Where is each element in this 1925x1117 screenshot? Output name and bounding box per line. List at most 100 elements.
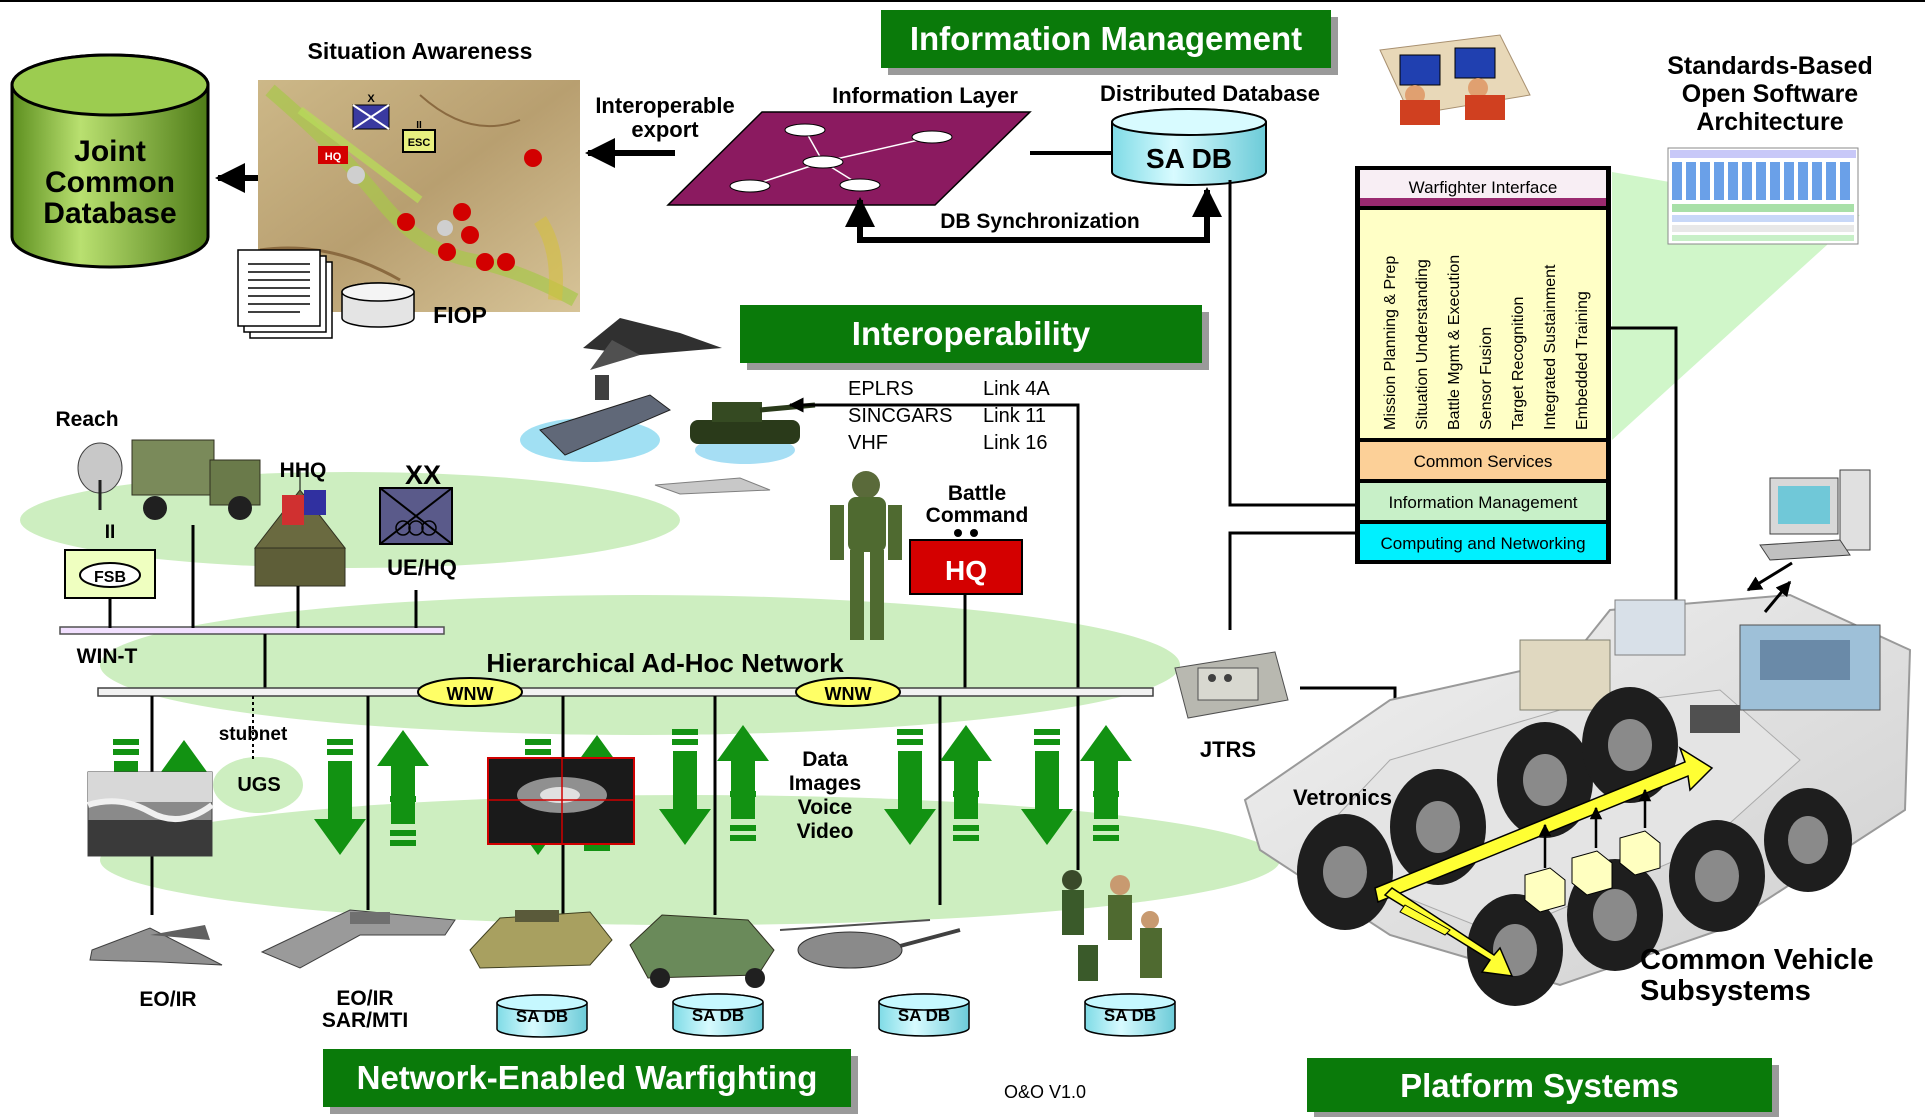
- battle-command-label: Battle Command: [912, 483, 1042, 527]
- software-stack: [1355, 166, 1611, 564]
- uav-small-icon: [654, 477, 771, 495]
- standards-architecture-label: Standards-Based Open Software Architectu…: [1620, 52, 1920, 136]
- tank-icon: [690, 402, 816, 464]
- common-vehicle-subsystems-label: Common Vehicle Subsystems: [1640, 945, 1920, 1007]
- battle-command-line: Battle: [947, 482, 1007, 505]
- export-line: Interoperable: [595, 93, 735, 118]
- db-synchronization-label: DB Synchronization: [940, 210, 1140, 233]
- architecture-chart-thumbnail: [1667, 147, 1859, 245]
- xx-label: XX: [404, 460, 442, 490]
- ship-icon: [520, 375, 671, 462]
- win-t-bus: [59, 626, 445, 635]
- situation-awareness-title: Situation Awareness: [307, 38, 533, 64]
- jtrs-label: JTRS: [1199, 737, 1257, 762]
- fiop-label: FIOP: [433, 302, 487, 328]
- robotic-vehicle-icon: [629, 914, 775, 988]
- app-label: Mission Planning & Prep: [1382, 256, 1399, 430]
- network-title: Hierarchical Ad-Hoc Network: [486, 648, 844, 678]
- banner-information-management: Information Management: [881, 10, 1331, 68]
- information-layer-label: Information Layer: [832, 83, 1018, 108]
- standards-line: Architecture: [1696, 108, 1844, 136]
- warfighter-interface-label: Warfighter Interface: [1409, 178, 1558, 197]
- wnw-left-label: WNW: [447, 684, 494, 704]
- situation-map: [258, 80, 580, 312]
- computing-networking-label: Computing and Networking: [1380, 534, 1585, 553]
- computer-terminal-icon: [1759, 469, 1871, 561]
- eo-ir-sar-mti-label: EO/IR SAR/MTI: [300, 988, 430, 1032]
- export-line: export: [631, 117, 699, 142]
- banner-network-enabled-warfighting: Network-Enabled Warfighting: [323, 1049, 851, 1107]
- reach-satellite-icon: [77, 442, 123, 510]
- standards-line: Open Software: [1681, 80, 1859, 108]
- infantry-squad-icon: [1062, 870, 1162, 981]
- fsb-echelon-label: II: [104, 522, 116, 543]
- version-label: O&O V1.0: [1004, 1082, 1087, 1102]
- joint-db-line: Database: [43, 197, 177, 230]
- map-x-label: X: [367, 93, 375, 105]
- link-list: Link 4A Link 11 Link 16: [983, 376, 1050, 457]
- operators-icon: [1379, 34, 1531, 125]
- radio-item: VHF: [848, 432, 888, 454]
- information-management-label: Information Management: [1389, 493, 1578, 512]
- radio-item: EPLRS: [848, 378, 914, 400]
- fiop-documents: [237, 249, 415, 339]
- uav-sar-mti-icon: [260, 909, 456, 969]
- information-layer: [666, 111, 1032, 206]
- link-item: Link 4A: [983, 378, 1050, 400]
- joint-db-line: Joint: [74, 135, 146, 168]
- banner-interoperability: Interoperability: [740, 305, 1202, 363]
- sa-db-label: SA DB: [898, 1006, 950, 1025]
- wnw-node-right: [795, 677, 901, 707]
- sa-db-main: [1111, 108, 1267, 186]
- interoperable-export-label: Interoperable export: [580, 94, 750, 142]
- aircraft-icon: [583, 318, 722, 370]
- stubnet-label: stubnet: [218, 724, 288, 745]
- app-label: Situation Understanding: [1414, 259, 1431, 430]
- data-type-item: Video: [796, 820, 854, 843]
- sa-db-label: SA DB: [516, 1007, 568, 1026]
- app-label: Sensor Fusion: [1478, 327, 1495, 430]
- platforms-ellipse: [100, 795, 1280, 925]
- joint-db-line: Common: [45, 166, 175, 199]
- win-t-label: WIN-T: [76, 645, 138, 668]
- soldier-icon: [830, 471, 902, 640]
- armored-vehicle-icon: [469, 910, 613, 969]
- distributed-database-label: Distributed Database: [1099, 81, 1321, 106]
- eo-ir-image-thumbnail: [87, 771, 214, 857]
- common-services-label: Common Services: [1414, 452, 1553, 471]
- ue-hq-label: UE/HQ: [387, 555, 457, 580]
- wnw-node-left: [417, 677, 523, 707]
- sar-line: EO/IR: [336, 987, 394, 1010]
- map-ii-label: II: [416, 120, 422, 131]
- sa-db-label: SA DB: [692, 1006, 744, 1025]
- data-type-item: Data: [802, 748, 848, 771]
- reach-label: Reach: [55, 408, 119, 431]
- command-ellipse: [20, 472, 680, 568]
- common-vehicle-line: Subsystems: [1640, 975, 1811, 1007]
- ue-hq-unit-symbol: [379, 487, 453, 545]
- standards-line: Standards-Based: [1667, 52, 1873, 80]
- sa-db-main-label: SA DB: [1146, 143, 1232, 174]
- data-type-item: Images: [788, 772, 862, 795]
- uav-eo-ir-icon: [89, 925, 223, 966]
- hhq-label: HHQ: [279, 459, 327, 482]
- hq-label: HQ: [945, 555, 987, 586]
- hhq-tent-icon: [253, 470, 347, 587]
- link-item: Link 11: [983, 405, 1047, 427]
- sar-line: SAR/MTI: [321, 1009, 409, 1032]
- data-type-item: Voice: [797, 796, 853, 819]
- banner-platform-systems: Platform Systems: [1307, 1058, 1772, 1112]
- fsb-label: FSB: [94, 569, 126, 586]
- common-vehicle-line: Common Vehicle: [1640, 944, 1874, 976]
- app-label: Integrated Sustainment: [1542, 264, 1559, 430]
- thermal-image-thumbnail: [487, 757, 635, 845]
- app-label: Embedded Training: [1574, 291, 1591, 430]
- eo-ir-label: EO/IR: [139, 988, 197, 1011]
- data-types-label: Data Images Voice Video: [770, 748, 880, 844]
- map-esc-label: ESC: [408, 137, 431, 149]
- jtrs-radio-icon: [1174, 651, 1289, 719]
- helicopter-icon: [779, 919, 961, 969]
- joint-common-database: [10, 53, 210, 269]
- ugs-label: UGS: [237, 774, 281, 796]
